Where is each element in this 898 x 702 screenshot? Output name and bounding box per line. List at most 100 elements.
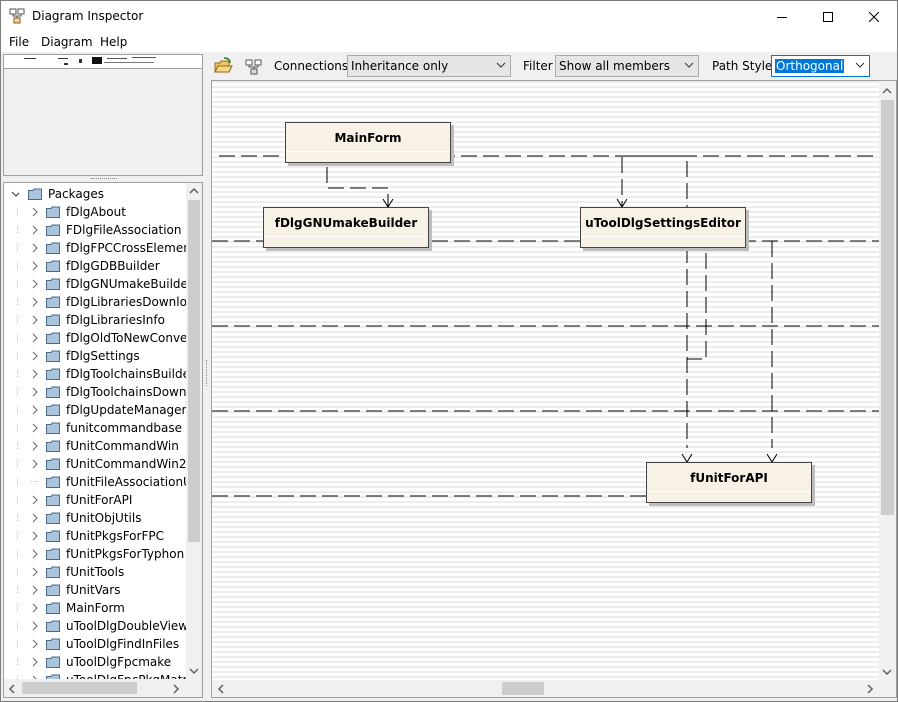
- expand-arrow-icon[interactable]: [31, 495, 39, 505]
- expand-arrow-icon[interactable]: [31, 639, 39, 649]
- tree-item[interactable]: fDlgOldToNewConvert: [4, 329, 186, 347]
- tree-item[interactable]: fUnitForAPI: [4, 491, 186, 509]
- expand-arrow-icon[interactable]: [31, 459, 39, 469]
- scroll-up-icon[interactable]: [882, 87, 892, 95]
- scroll-left-icon[interactable]: [8, 684, 16, 694]
- tree-item[interactable]: fUnitFileAssociationUti: [4, 473, 186, 491]
- tree-item[interactable]: uToolDlgFpcmake: [4, 653, 186, 671]
- expand-arrow-icon[interactable]: [31, 261, 39, 271]
- tree-item[interactable]: fUnitCommandWin2: [4, 455, 186, 473]
- title-bar[interactable]: Diagram Inspector: [1, 1, 897, 32]
- expand-arrow-icon[interactable]: [31, 387, 39, 397]
- tree-item[interactable]: fDlgGNUmakeBuilder: [4, 275, 186, 293]
- tree-guide-line: [17, 406, 18, 414]
- tree-horizontal-thumb[interactable]: [22, 682, 137, 694]
- class-box-utooldlgsettingseditor[interactable]: uToolDlgSettingsEditor: [580, 207, 746, 248]
- tree-item[interactable]: uToolDlgDoubleViewe: [4, 617, 186, 635]
- tree-item[interactable]: funitcommandbase: [4, 419, 186, 437]
- expand-arrow-icon[interactable]: [31, 441, 39, 451]
- menu-help[interactable]: Help: [100, 35, 128, 49]
- tree-item[interactable]: uToolDlgFindInFiles: [4, 635, 186, 653]
- tree-item[interactable]: FDlgFileAssociation: [4, 221, 186, 239]
- menu-diagram[interactable]: Diagram: [41, 35, 93, 49]
- filter-dropdown[interactable]: Show all members: [555, 55, 699, 77]
- tree-root-packages[interactable]: Packages: [4, 185, 186, 203]
- tree-item[interactable]: fUnitPkgsForTyphon: [4, 545, 186, 563]
- collapse-arrow-icon[interactable]: [11, 189, 19, 199]
- expand-arrow-icon[interactable]: [31, 333, 39, 343]
- overview-panel[interactable]: [3, 54, 203, 176]
- background-stripe: [212, 541, 879, 543]
- close-button[interactable]: [851, 1, 897, 32]
- expand-arrow-icon[interactable]: [31, 585, 39, 595]
- tree-horizontal-scrollbar[interactable]: [4, 679, 186, 697]
- overview-preview[interactable]: [4, 55, 202, 69]
- tree-item[interactable]: fUnitTools: [4, 563, 186, 581]
- expand-arrow-icon[interactable]: [31, 603, 39, 613]
- scroll-down-icon[interactable]: [882, 668, 892, 676]
- scroll-right-icon[interactable]: [866, 684, 874, 694]
- expand-arrow-icon[interactable]: [31, 567, 39, 577]
- path-style-value[interactable]: Orthogonal: [775, 59, 845, 73]
- connections-dropdown[interactable]: Inheritance only: [347, 55, 511, 77]
- tree-item[interactable]: fUnitPkgsForFPC: [4, 527, 186, 545]
- class-box-fdlggnumakebuilder[interactable]: fDlgGNUmakeBuilder: [263, 207, 429, 248]
- expand-arrow-icon[interactable]: [31, 531, 39, 541]
- tree-vertical-scrollbar[interactable]: [186, 183, 202, 679]
- tree-item[interactable]: MainForm: [4, 599, 186, 617]
- expand-arrow-icon[interactable]: [31, 549, 39, 559]
- expand-arrow-icon[interactable]: [31, 423, 39, 433]
- class-box-funitforapi[interactable]: fUnitForAPI: [646, 462, 812, 503]
- tree-item[interactable]: fDlgAbout: [4, 203, 186, 221]
- tree-item[interactable]: fDlgLibrariesDownload: [4, 293, 186, 311]
- vertical-splitter[interactable]: [204, 54, 210, 698]
- expand-arrow-icon[interactable]: [31, 621, 39, 631]
- expand-arrow-icon[interactable]: [31, 315, 39, 325]
- tree-item[interactable]: fDlgSettings: [4, 347, 186, 365]
- expand-arrow-icon[interactable]: [31, 513, 39, 523]
- scroll-corner: [186, 679, 202, 697]
- tree-item[interactable]: fUnitCommandWin: [4, 437, 186, 455]
- expand-arrow-icon[interactable]: [31, 675, 39, 679]
- diagram-vertical-scrollbar[interactable]: [879, 81, 896, 680]
- scroll-up-icon[interactable]: [189, 187, 199, 195]
- scroll-right-icon[interactable]: [172, 684, 180, 694]
- expand-arrow-icon[interactable]: [31, 207, 39, 217]
- expand-arrow-icon[interactable]: [31, 225, 39, 235]
- tree-item[interactable]: fDlgFPCCrossElements: [4, 239, 186, 257]
- expand-arrow-icon[interactable]: [31, 405, 39, 415]
- minimize-button[interactable]: [759, 1, 805, 32]
- expand-arrow-icon[interactable]: [31, 243, 39, 253]
- scroll-down-icon[interactable]: [189, 667, 199, 675]
- expand-arrow-icon[interactable]: [31, 279, 39, 289]
- tree-item[interactable]: uToolDlgFpcPkgMatrix: [4, 671, 186, 679]
- path-style-dropdown[interactable]: Orthogonal: [771, 55, 870, 77]
- expand-arrow-icon[interactable]: [31, 657, 39, 667]
- diagram-vertical-thumb[interactable]: [881, 100, 894, 515]
- diagram-horizontal-thumb[interactable]: [502, 682, 544, 695]
- tree-vertical-thumb[interactable]: [188, 200, 200, 542]
- tree-item[interactable]: fDlgUpdateManager: [4, 401, 186, 419]
- diagram-layout-icon[interactable]: [244, 57, 264, 77]
- class-box-mainform[interactable]: MainForm: [285, 122, 451, 163]
- diagram-horizontal-scrollbar[interactable]: [212, 680, 879, 697]
- tree-item[interactable]: fDlgLibrariesInfo: [4, 311, 186, 329]
- tree-item[interactable]: fDlgToolchainsDownlo: [4, 383, 186, 401]
- expand-arrow-icon[interactable]: [31, 369, 39, 379]
- tree-item[interactable]: fUnitObjUtils: [4, 509, 186, 527]
- scroll-left-icon[interactable]: [217, 684, 225, 694]
- diagram-canvas[interactable]: MainForm fDlgGNUmakeBuilder uToolDlgSett…: [211, 80, 897, 698]
- horizontal-splitter[interactable]: [3, 176, 203, 182]
- tree-item[interactable]: fDlgGDBBuilder: [4, 257, 186, 275]
- menu-file[interactable]: File: [9, 35, 30, 49]
- expand-arrow-icon[interactable]: [31, 351, 39, 361]
- tree-item[interactable]: fUnitVars: [4, 581, 186, 599]
- background-stripe: [212, 396, 879, 398]
- folder-icon: [46, 584, 60, 596]
- maximize-button[interactable]: [805, 1, 851, 32]
- open-folder-icon[interactable]: [213, 57, 233, 77]
- tree-item[interactable]: fDlgToolchainsBuilder: [4, 365, 186, 383]
- expand-arrow-icon[interactable]: [31, 297, 39, 307]
- background-stripe: [212, 441, 879, 443]
